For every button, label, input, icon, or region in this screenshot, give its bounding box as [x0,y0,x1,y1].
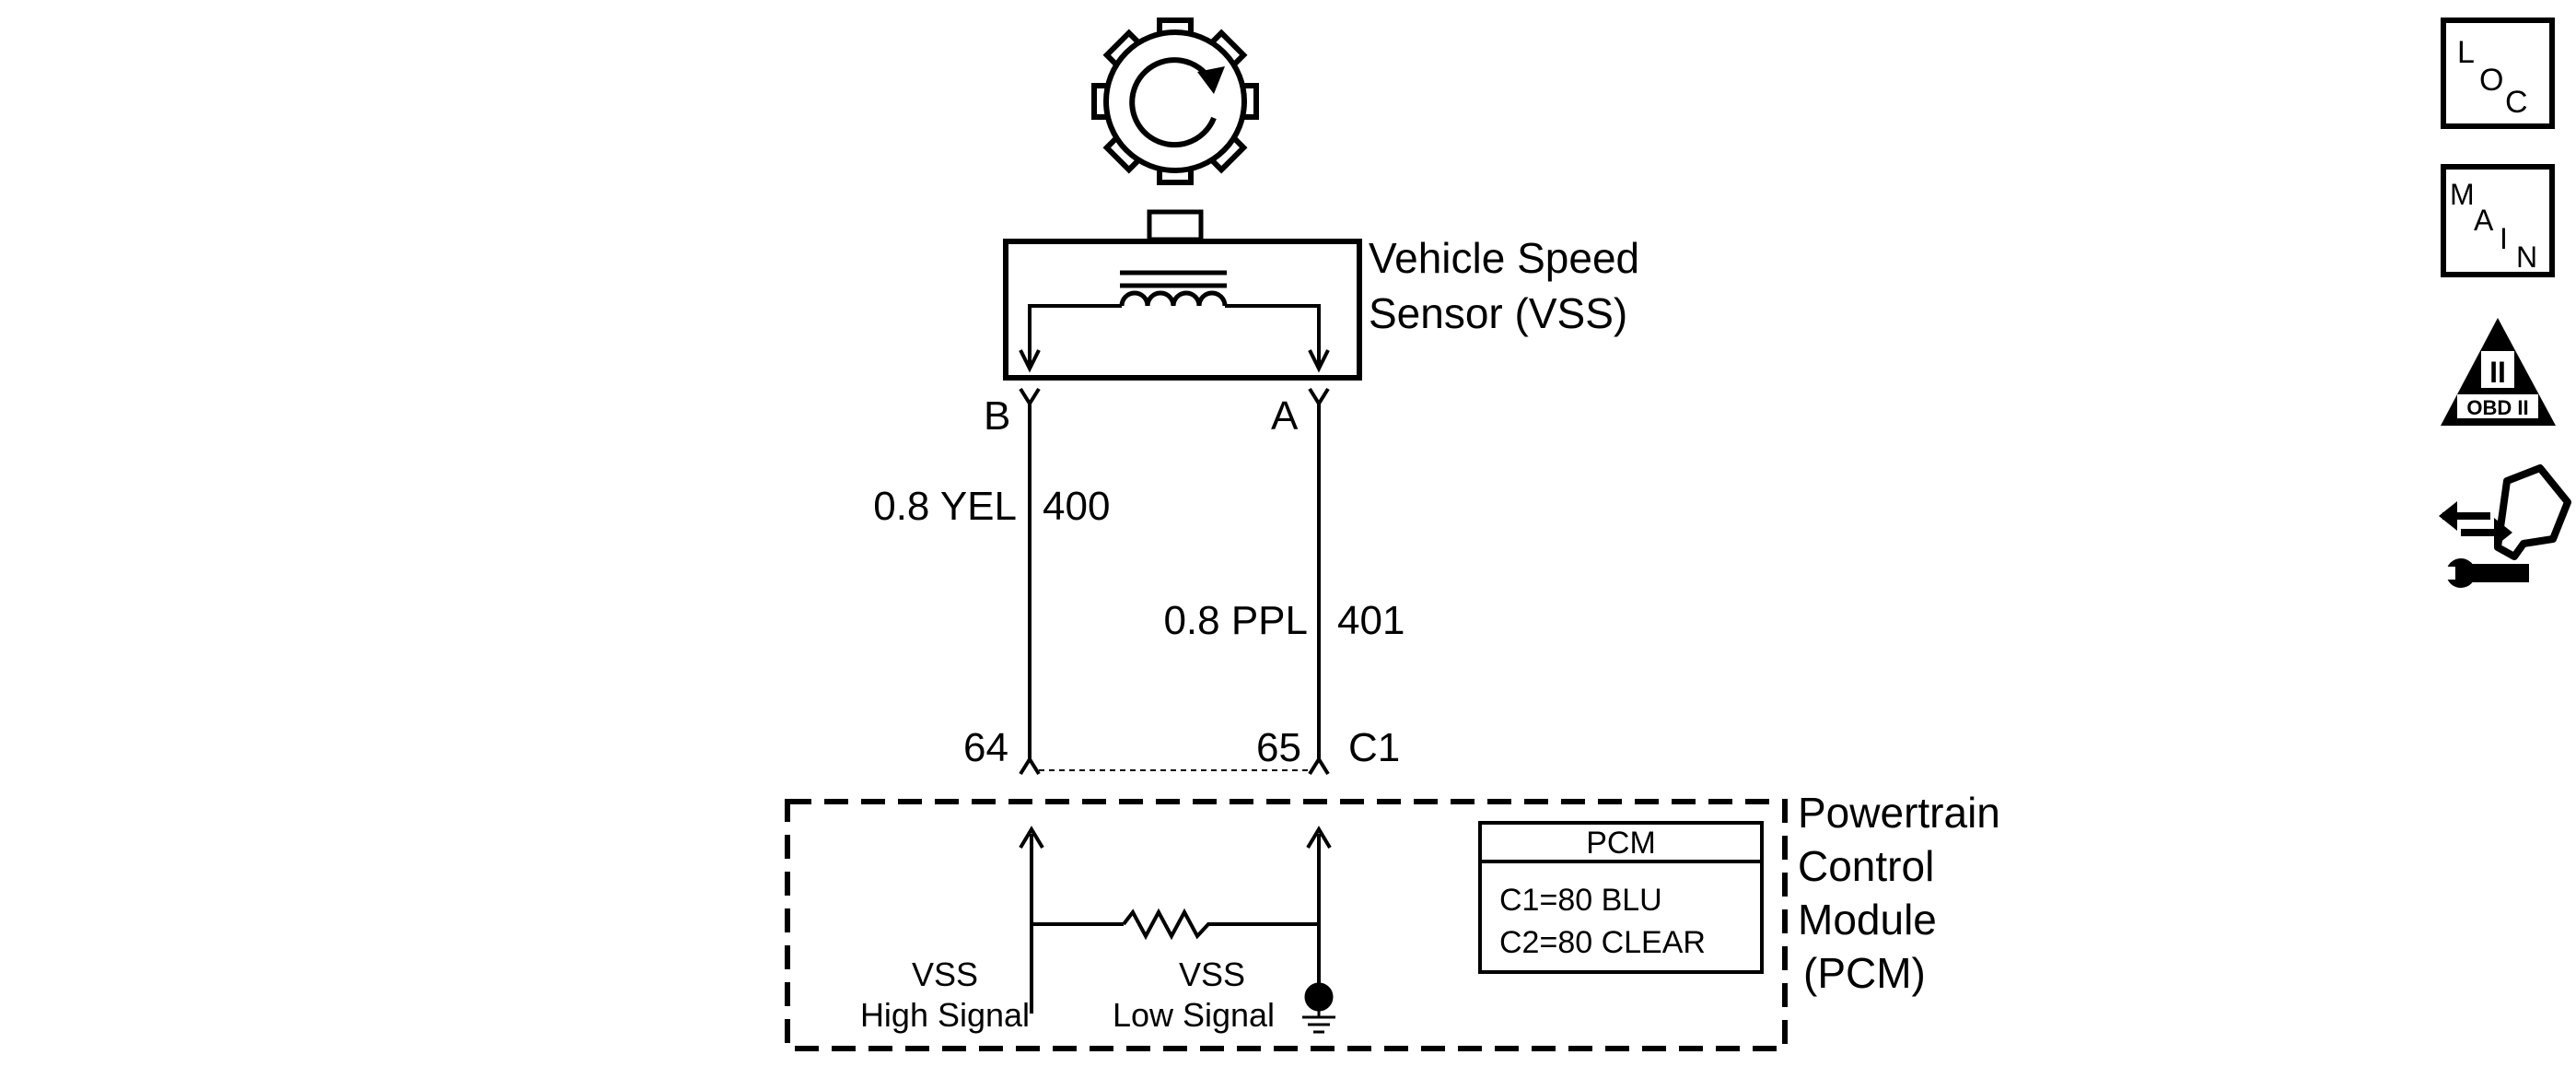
resistor-icon [1122,908,1214,941]
loc-letter-c: C [2505,85,2528,120]
pcm-name-line1: Powertrain [1798,789,2000,837]
coil-icon [1119,270,1228,307]
sensor-pin-a-label: A [1271,393,1299,439]
component-tools-button[interactable] [2439,464,2571,588]
vss-housing [1003,209,1362,381]
connector-name: C1 [1348,725,1400,770]
main-button[interactable]: M A I N [2441,164,2555,277]
vss-internal-wiring [1019,304,1330,373]
pcm-name-line3: Module [1798,896,1937,943]
pcm-legend-line1: C1=80 BLU [1499,883,1662,918]
ground-icon [1302,982,1335,1034]
vss-low-label-line2: Low Signal [1113,996,1275,1034]
main-icon [2441,164,2555,277]
right-wire-circuit: 401 [1337,598,1405,643]
pcm-legend-box [1478,821,1764,974]
vss-high-label-line2: High Signal [860,996,1030,1034]
pcm-name-line4: (PCM) [1803,949,1926,997]
loc-icon [2441,18,2555,129]
left-wire-gauge-color: 0.8 YEL [873,484,1017,529]
right-wire-gauge-color: 0.8 PPL [1163,598,1308,643]
loc-letter-l: L [2457,35,2475,70]
obd-ii-label-plate [2457,394,2538,418]
sensor-name-line1: Vehicle Speed [1369,234,1639,282]
obd-ii-label: OBD II [2466,396,2528,419]
pcm-name-line2: Control [1798,842,1934,890]
pcm-internal-circuit [1019,826,1332,1014]
pcm-legend-title: PCM [1586,826,1656,861]
pcm-module-box [785,799,1788,1051]
harness-wires [1028,404,1321,771]
sensor-pin-b-label: B [984,393,1010,439]
vss-low-label-line1: VSS [1179,955,1245,993]
component-tools-icon [2439,464,2571,588]
connector-pin-64: 64 [963,725,1008,770]
reluctor-wheel-icon [1091,18,1259,185]
obd-ii-numeral-plate [2481,351,2514,388]
pcm-legend-line2: C2=80 CLEAR [1499,925,1706,960]
loc-button[interactable]: L O C [2441,18,2555,129]
obd-ii-button[interactable]: II OBD II [2441,318,2556,426]
main-letter-a: A [2474,204,2494,237]
connector-pin-65: 65 [1256,725,1301,770]
pcm-connector-c1 [1019,756,1330,776]
left-wire-circuit: 400 [1043,484,1110,529]
obd-ii-numeral: II [2489,356,2506,389]
vss-high-label-line1: VSS [912,955,978,993]
loc-letter-o: O [2479,63,2503,98]
main-letter-n: N [2516,240,2537,274]
sensor-name-line2: Sensor (VSS) [1369,289,1627,337]
main-letter-i: I [2500,222,2508,255]
main-letter-m: M [2450,178,2475,211]
